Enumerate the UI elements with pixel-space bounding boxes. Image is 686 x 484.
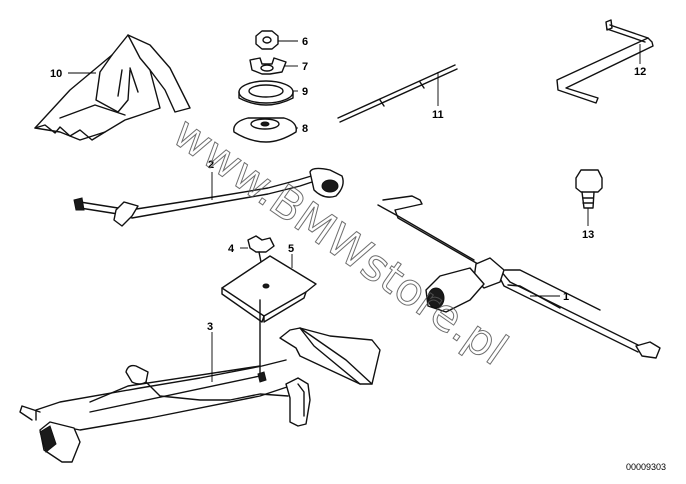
callouts: 6 7 9 8 10 11 12 13 2 4 5 3 1 (50, 36, 646, 333)
callout-8: 8 (302, 123, 308, 135)
callout-10: 10 (50, 68, 62, 80)
callout-3: 3 (207, 321, 213, 333)
callout-13: 13 (582, 229, 594, 241)
jack (19, 299, 381, 463)
ring (238, 80, 294, 106)
callout-6: 6 (302, 36, 308, 48)
callout-2: 2 (208, 159, 214, 171)
wing-nut (249, 57, 287, 75)
leader-lines (68, 40, 641, 382)
callout-11: 11 (432, 109, 444, 121)
jack-handle (377, 195, 661, 359)
callout-12: 12 (634, 66, 646, 78)
nut (255, 30, 279, 50)
wing-nut-small (247, 235, 275, 263)
wheel-wrench (73, 167, 344, 227)
callout-9: 9 (302, 86, 308, 98)
bracket-plate (221, 255, 317, 323)
callout-5: 5 (288, 243, 294, 255)
callout-7: 7 (302, 61, 308, 73)
callout-4: 4 (228, 243, 235, 255)
watermark: www.BMWstore.pl (164, 107, 517, 375)
callout-1: 1 (563, 291, 569, 303)
grommet (233, 117, 297, 143)
reference-code: 00009303 (626, 462, 666, 472)
hex-key (556, 19, 654, 104)
rod (337, 64, 458, 123)
wheel-chock (34, 34, 191, 141)
bolt (575, 169, 603, 209)
